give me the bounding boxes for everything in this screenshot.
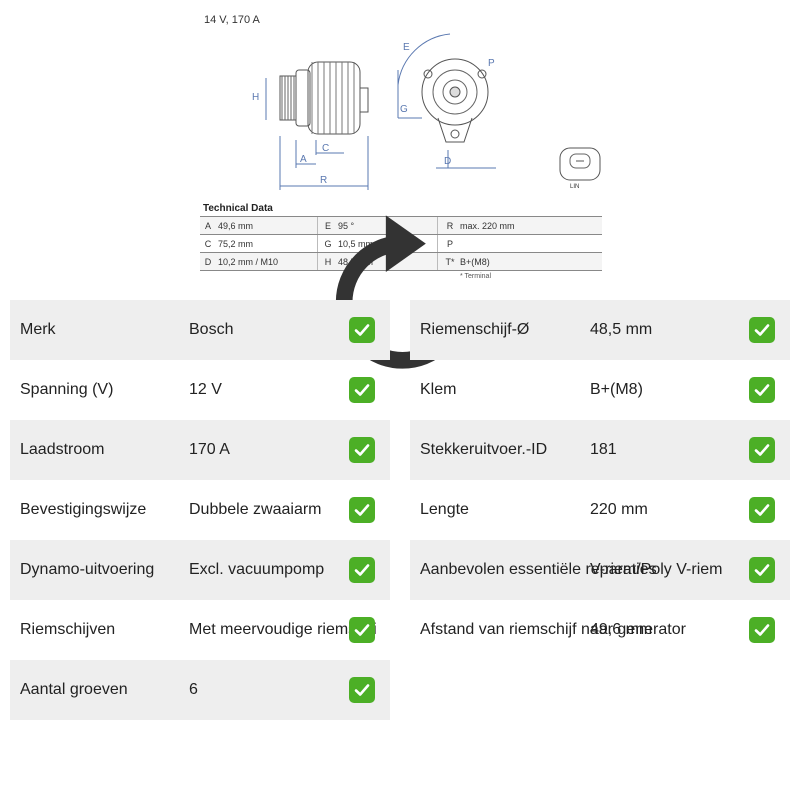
pulley-grooves	[281, 76, 295, 120]
spec-label: Aanbevolen essentiële reparaties	[420, 561, 657, 578]
spec-label: Klem	[420, 381, 457, 398]
spec-row: Riemschijven Met meervoudige riemschi	[10, 600, 390, 660]
spec-label: Afstand van riemschijf naar generator	[420, 621, 686, 638]
dim-label-c: C	[322, 143, 329, 154]
spec-value: B+(M8)	[590, 381, 643, 398]
spec-row: Dynamo-uitvoering Excl. vacuumpomp	[10, 540, 390, 600]
tech-row: C 75,2 mm G 10,5 mm P	[200, 215, 602, 369]
dim-label-p: P	[488, 58, 495, 69]
check-icon	[349, 377, 375, 403]
plug-connector	[559, 147, 601, 181]
check-icon	[749, 557, 775, 583]
tech-key: H	[324, 256, 332, 267]
tech-key: G	[324, 238, 332, 249]
tech-value: 95 °	[338, 220, 355, 231]
alternator-side-body	[307, 61, 361, 135]
spec-value: Met meervoudige riemschi	[189, 621, 377, 638]
check-icon	[749, 497, 775, 523]
spec-line: 14 V, 170 A	[204, 14, 260, 26]
spec-value: Dubbele zwaaiarm	[189, 501, 322, 518]
spec-row: Klem B+(M8)	[410, 360, 790, 420]
spec-row: Aantal groeven 6	[10, 660, 390, 720]
tech-key: C	[204, 238, 212, 249]
connector-label: LIN	[570, 184, 579, 190]
alternator-diagram: H A C R E P G D LIN	[252, 33, 601, 190]
check-icon	[349, 677, 375, 703]
check-icon	[749, 437, 775, 463]
tech-key: A	[204, 220, 211, 231]
alternator-fins	[311, 62, 355, 134]
technical-data-heading: Technical Data	[203, 203, 273, 214]
spec-label: Dynamo-uitvoering	[20, 561, 155, 578]
tech-value: max. 220 mm	[460, 220, 515, 231]
spec-label: Riemenschijf-Ø	[420, 321, 530, 338]
spec-row: Spanning (V) 12 V	[10, 360, 390, 420]
spec-row: Stekkeruitvoer.-ID 181	[410, 420, 790, 480]
spec-label: Merk	[20, 321, 56, 338]
spec-label: Laadstroom	[20, 441, 105, 458]
dim-label-g: G	[400, 104, 408, 115]
tech-key: P	[446, 238, 453, 249]
technical-data-footnote: * Terminal	[460, 273, 491, 280]
specs-column-left: Merk Bosch Spanning (V) 12 V Laadstroom …	[10, 300, 390, 720]
check-icon	[349, 497, 375, 523]
specs-column-right: Riemenschijf-Ø 48,5 mm Klem B+(M8) Stekk…	[410, 300, 790, 660]
spec-row: Bevestigingswijze Dubbele zwaaiarm	[10, 480, 390, 540]
check-icon	[749, 317, 775, 343]
check-icon	[749, 377, 775, 403]
spec-value: Bosch	[189, 321, 234, 338]
spec-row: Lengte 220 mm	[410, 480, 790, 540]
spec-row: Aanbevolen essentiële reparaties V-riem/…	[410, 540, 790, 600]
spec-value: V-riem/Poly V-riem	[590, 561, 723, 578]
rear-cap	[359, 87, 369, 113]
spec-value: 170 A	[189, 441, 230, 458]
spec-value: Excl. vacuumpomp	[189, 561, 325, 578]
tech-value: 10,5 mm	[338, 238, 374, 249]
check-icon	[349, 557, 375, 583]
tech-key: D	[204, 256, 212, 267]
dim-label-h: H	[252, 92, 259, 103]
dim-label-e: E	[403, 42, 410, 53]
check-icon	[349, 437, 375, 463]
check-icon	[349, 317, 375, 343]
spec-label: Lengte	[420, 501, 469, 518]
tech-value: 49,6 mm	[218, 220, 254, 231]
dim-label-a: A	[300, 154, 307, 165]
check-icon	[749, 617, 775, 643]
tech-key: T*	[445, 256, 455, 267]
dim-label-d: D	[444, 156, 451, 167]
spec-row: Riemenschijf-Ø 48,5 mm	[410, 300, 790, 360]
spec-row: Merk Bosch	[10, 300, 390, 360]
product-drawing: 14 V, 170 A	[200, 0, 605, 369]
spec-value: 48,5 mm	[590, 321, 653, 338]
tech-value: B+(M8)	[460, 256, 490, 267]
alternator-front-housing	[421, 58, 489, 126]
spec-value: 12 V	[189, 381, 222, 398]
check-icon	[349, 617, 375, 643]
angle-arc	[397, 33, 451, 86]
spec-row: Laadstroom 170 A	[10, 420, 390, 480]
tech-value: 75,2 mm	[218, 238, 254, 249]
spec-label: Stekkeruitvoer.-ID	[420, 441, 548, 458]
spec-label: Spanning (V)	[20, 381, 114, 398]
spec-value: 6	[189, 681, 198, 698]
tech-key: R	[446, 220, 454, 231]
spec-value: 220 mm	[590, 501, 648, 518]
tech-value: 10,2 mm / M10	[218, 256, 279, 267]
spec-value: 49,6 mm	[590, 621, 653, 638]
tech-key: E	[324, 220, 331, 231]
spec-value: 181	[590, 441, 617, 458]
spec-label: Aantal groeven	[20, 681, 128, 698]
spec-label: Riemschijven	[20, 621, 116, 638]
dim-label-r: R	[320, 175, 327, 186]
mounting-arm	[437, 117, 473, 143]
spec-row: Afstand van riemschijf naar generator 49…	[410, 600, 790, 660]
spec-label: Bevestigingswijze	[20, 501, 147, 518]
